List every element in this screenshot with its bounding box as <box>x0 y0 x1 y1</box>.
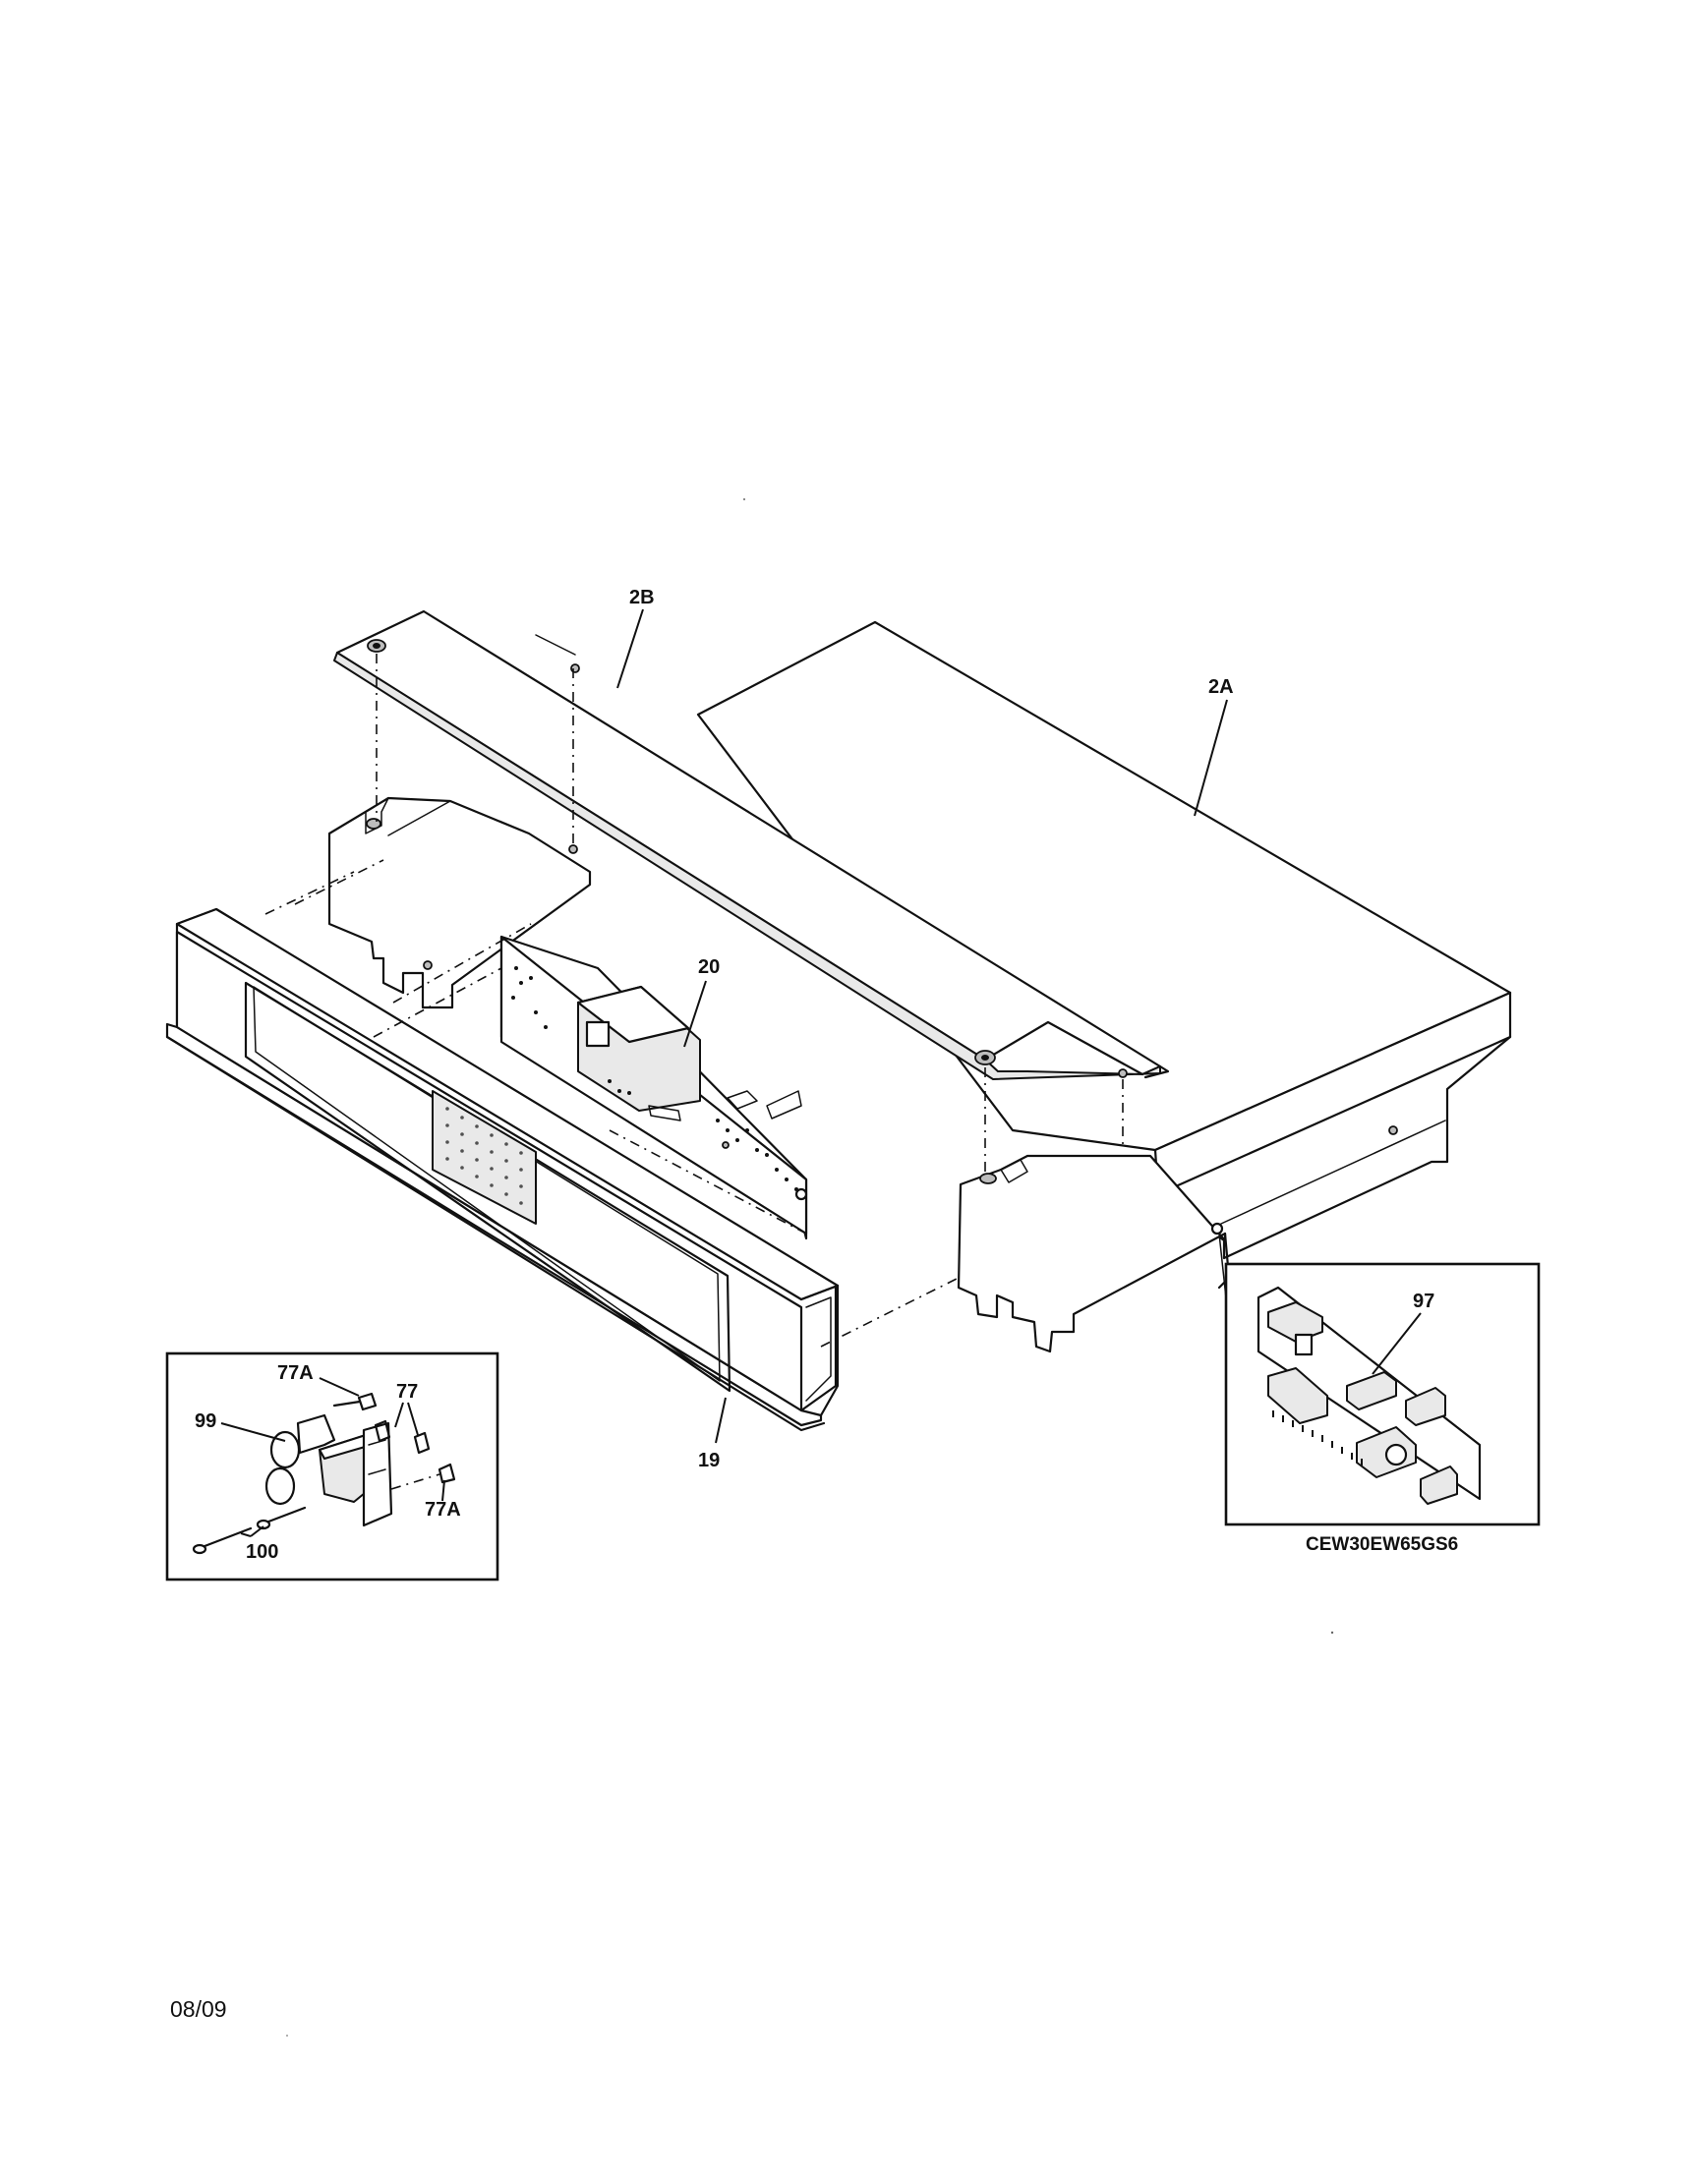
callout-2b: 2B <box>629 587 655 608</box>
callout-19: 19 <box>698 1450 720 1471</box>
date-code: 08/09 <box>170 1996 227 2022</box>
callout-leaders <box>616 608 1228 1444</box>
callout-100: 100 <box>246 1541 278 1563</box>
assembly-lines <box>264 654 1124 1348</box>
inset-relay-board <box>1224 1262 1541 1526</box>
part-20-control-board <box>499 935 808 1240</box>
callout-2a: 2A <box>1208 676 1234 698</box>
inset-transformer-assembly <box>165 1351 499 1581</box>
part-19-control-panel <box>165 907 840 1432</box>
callout-99: 99 <box>195 1410 216 1432</box>
callout-97: 97 <box>1413 1291 1434 1312</box>
part-left-end-bracket <box>327 796 592 1009</box>
part-2a-top-panel <box>696 620 1512 1260</box>
callout-77a-top: 77A <box>277 1362 314 1384</box>
speaker-grille <box>432 1090 537 1225</box>
model-number: CEW30EW65GS6 <box>1306 1534 1458 1555</box>
callout-20: 20 <box>698 956 720 978</box>
part-2b-trim-strip <box>333 609 1170 1080</box>
callout-77a-bottom: 77A <box>425 1499 461 1521</box>
part-2a-right-bracket <box>957 1154 1231 1353</box>
callout-77: 77 <box>396 1381 418 1403</box>
